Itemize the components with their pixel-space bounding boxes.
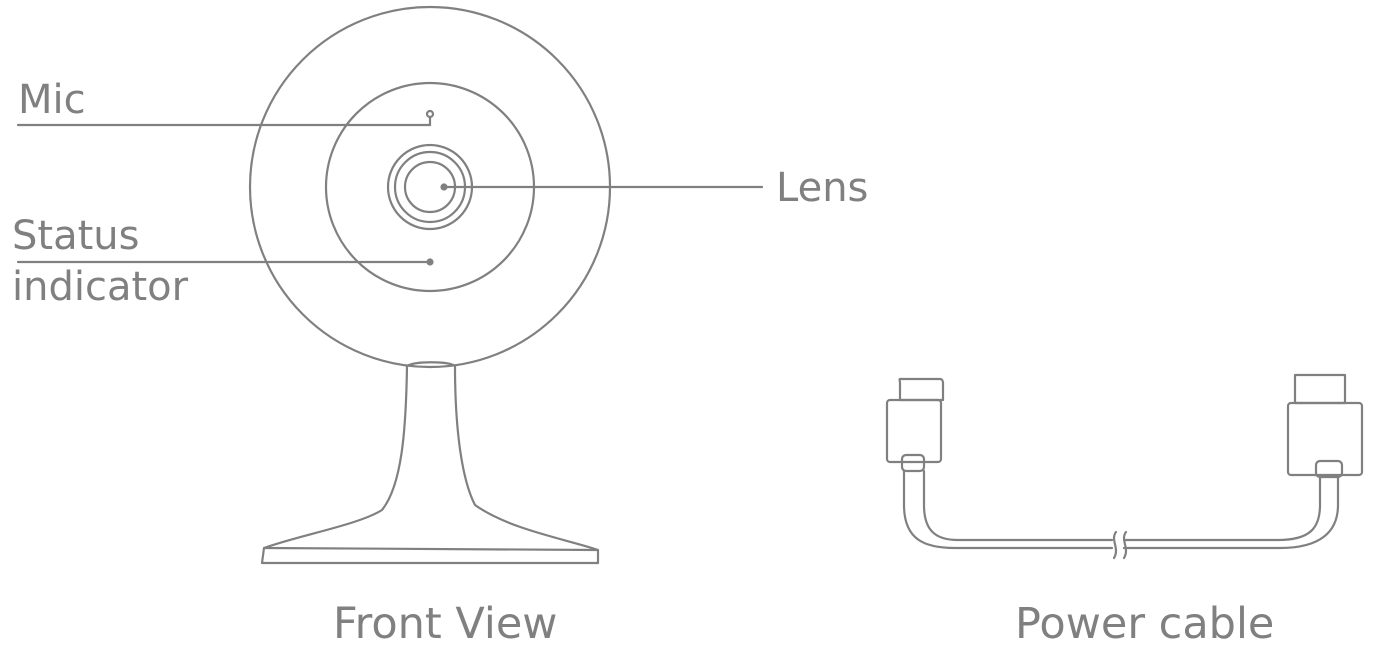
mic-leader-line: [16, 115, 432, 127]
lens-label: Lens: [776, 165, 869, 211]
power-cable: [885, 373, 1364, 560]
indicator-label: indicator: [12, 264, 189, 310]
status-label: Status: [12, 213, 140, 259]
camera-stand: [260, 364, 600, 565]
front-view-caption: Front View: [333, 599, 558, 649]
power-cable-caption: Power cable: [1015, 599, 1275, 649]
camera-neck: [405, 361, 457, 368]
mic-label: Mic: [18, 77, 86, 123]
